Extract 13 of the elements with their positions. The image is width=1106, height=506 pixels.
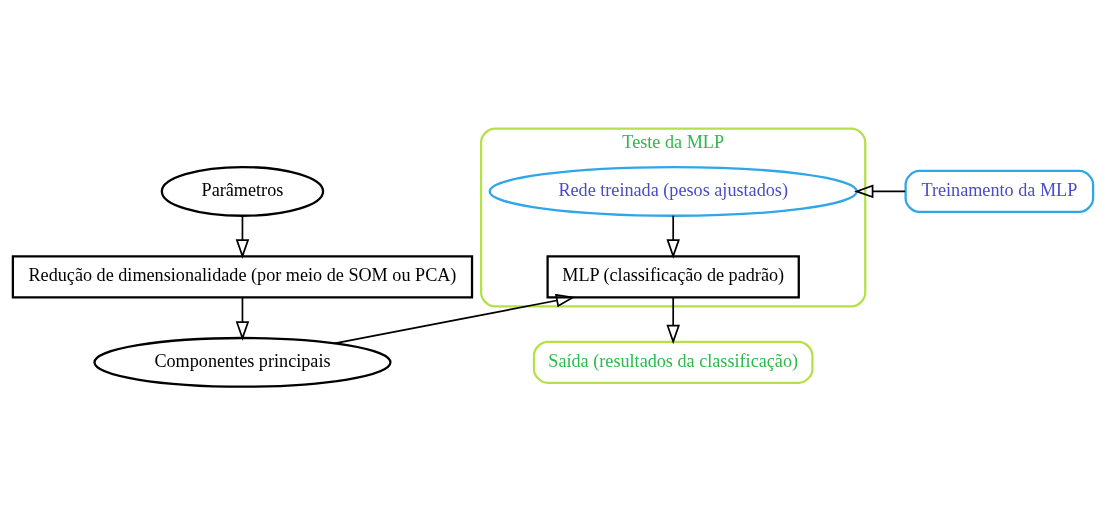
arrow <box>235 296 250 341</box>
arrow <box>235 214 250 259</box>
node-box: MLP (classificação de padrão) <box>546 255 800 299</box>
node-box: Redução de dimensionalidade (por meio de SOM ou PCA) <box>11 255 474 299</box>
arrow <box>666 296 680 345</box>
node-ellipse: Parâmetros <box>160 165 325 217</box>
arrow <box>666 214 680 259</box>
arrow <box>854 184 906 199</box>
node-box: Treinamento da MLP <box>904 169 1095 213</box>
node-ellipse: Componentes principais <box>93 336 392 388</box>
node-box: Saída (resultados da classificação) <box>532 340 814 384</box>
arrow <box>333 293 576 345</box>
node-ellipse: Rede treinada (pesos ajustados) <box>488 165 858 217</box>
